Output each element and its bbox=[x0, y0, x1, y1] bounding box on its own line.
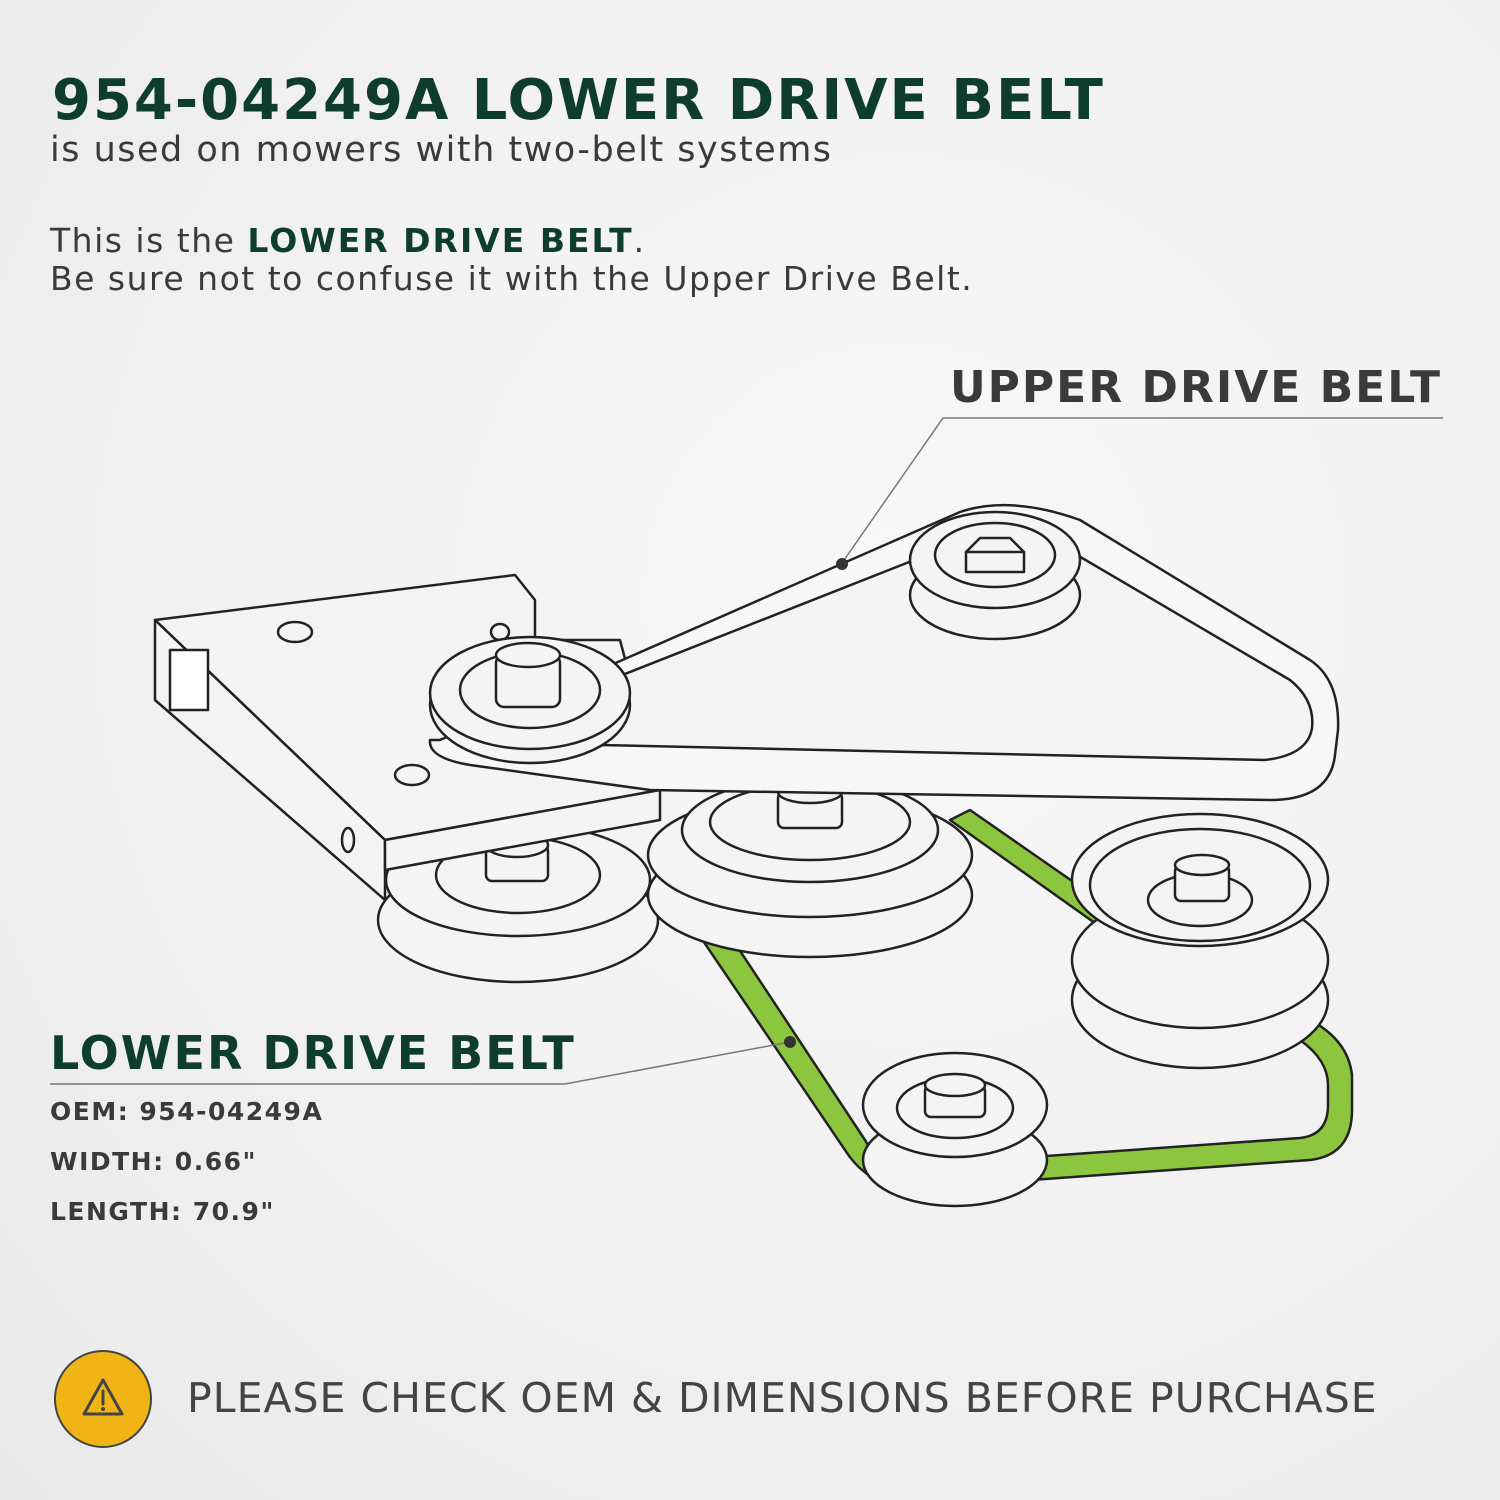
note-line-2: Be sure not to confuse it with the Upper… bbox=[50, 259, 974, 298]
lower-belt-label: LOWER DRIVE BELT bbox=[50, 1026, 576, 1080]
spec-length: LENGTH: 70.9" bbox=[50, 1197, 275, 1226]
warning-triangle-icon bbox=[82, 1378, 124, 1416]
belt-note: This is the LOWER DRIVE BELT. Be sure no… bbox=[50, 222, 973, 298]
left-top-pulley bbox=[428, 635, 632, 765]
lower-callout-dot bbox=[784, 1036, 796, 1048]
lower-callout-leader bbox=[50, 1041, 791, 1085]
upper-belt-label: UPPER DRIVE BELT bbox=[949, 362, 1442, 413]
top-right-pulley bbox=[908, 510, 1082, 641]
spec-width: WIDTH: 0.66" bbox=[50, 1147, 258, 1176]
note-prefix: This is the bbox=[50, 221, 248, 260]
upper-callout-dot bbox=[836, 558, 848, 570]
warning-text: PLEASE CHECK OEM & DIMENSIONS BEFORE PUR… bbox=[187, 1374, 1378, 1422]
note-line-1: This is the LOWER DRIVE BELT. bbox=[50, 222, 973, 260]
note-emphasis: LOWER DRIVE BELT bbox=[247, 221, 634, 260]
note-suffix: . bbox=[633, 221, 646, 260]
spec-oem: OEM: 954-04249A bbox=[50, 1097, 324, 1126]
upper-callout-leader bbox=[841, 417, 1443, 564]
page-title: 954-04249A LOWER DRIVE BELT bbox=[52, 68, 1105, 133]
page-subtitle: is used on mowers with two-belt systems bbox=[50, 130, 833, 170]
center-double-pulley bbox=[646, 776, 974, 959]
warning-badge bbox=[54, 1350, 152, 1448]
bottom-idler-pulley bbox=[861, 1051, 1049, 1208]
right-double-pulley bbox=[1070, 812, 1330, 1070]
